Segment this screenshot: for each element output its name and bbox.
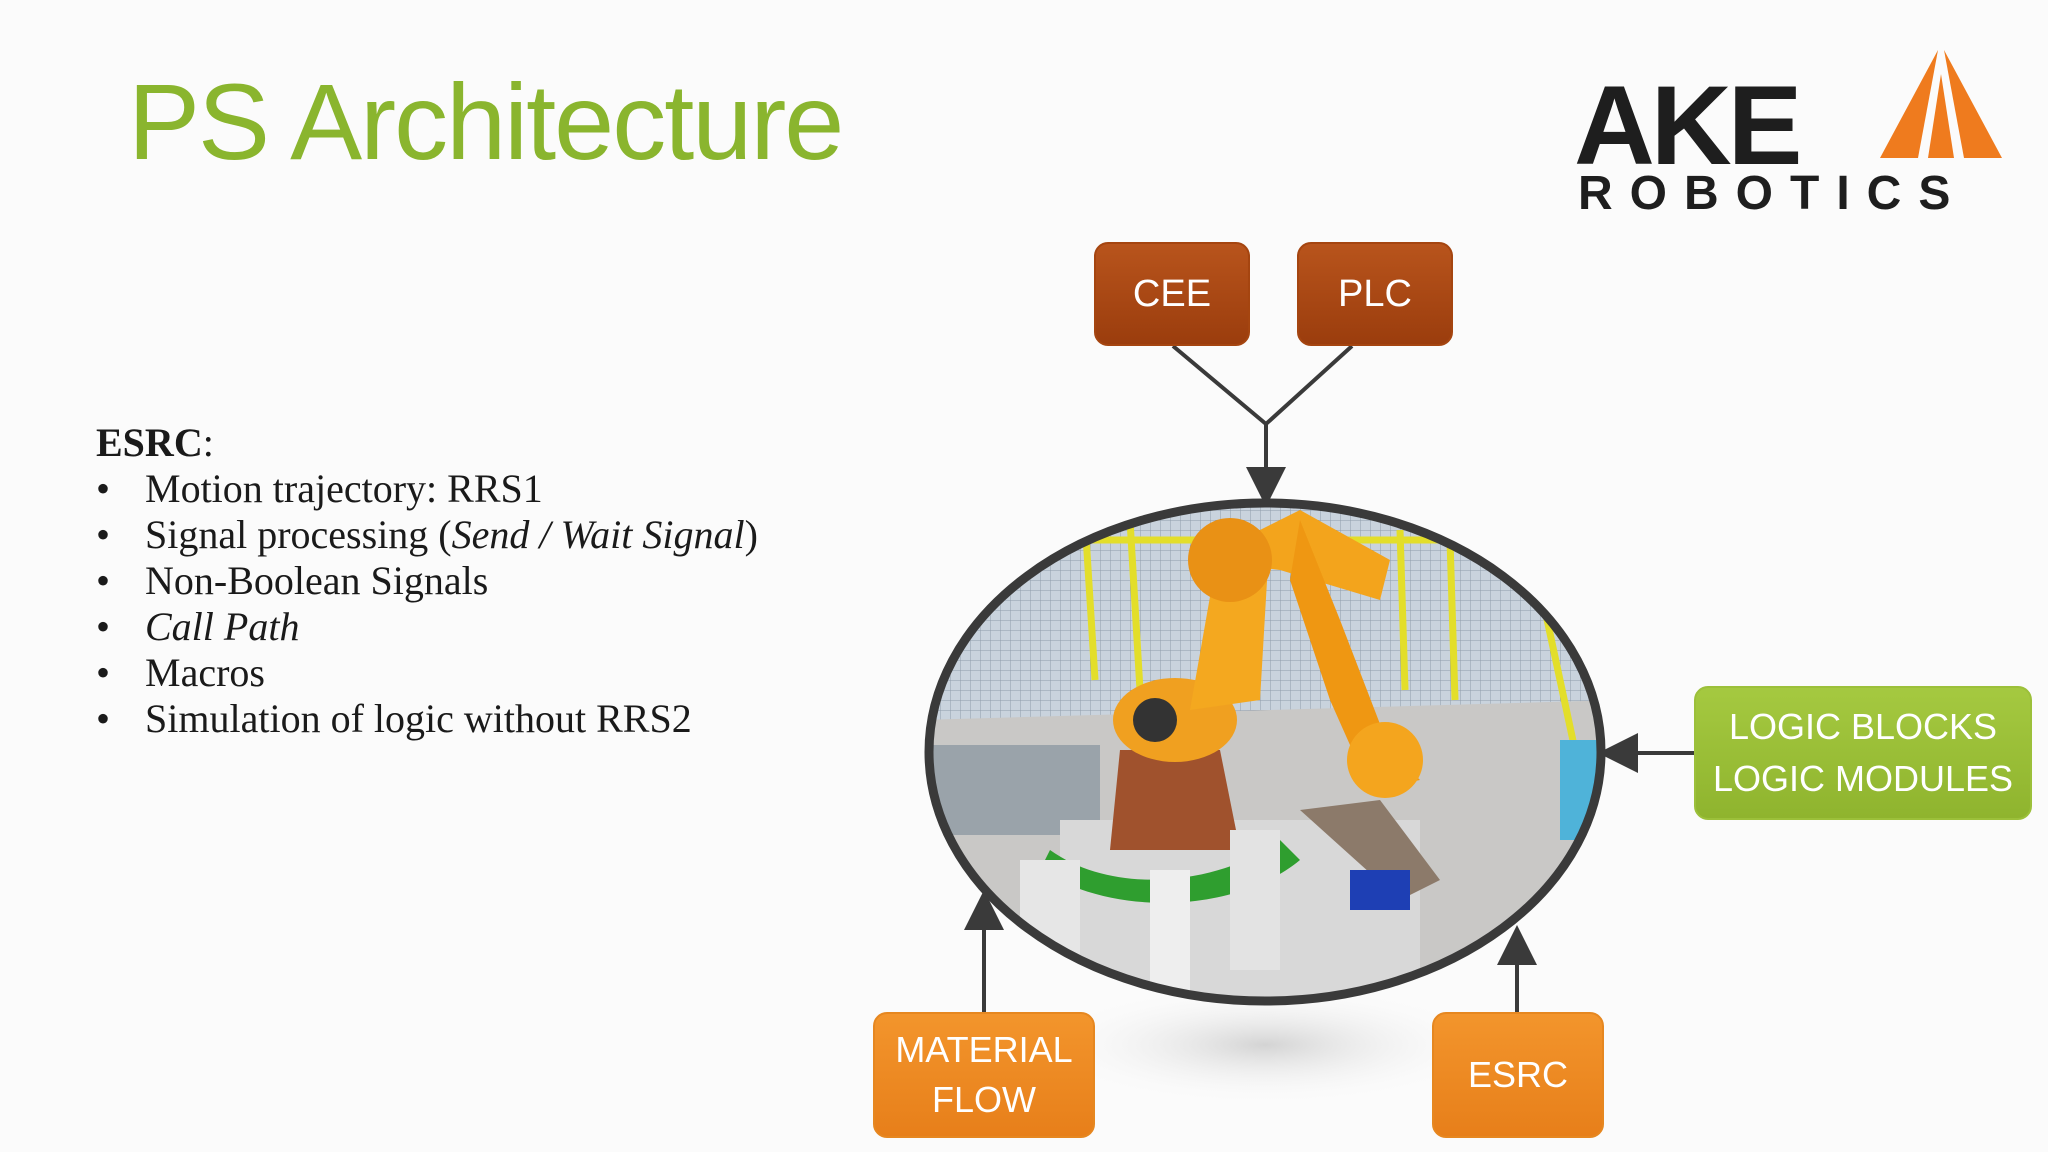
list-item-italic-text: Call Path (145, 604, 300, 649)
list-item-text: Non-Boolean Signals (145, 558, 489, 603)
list-item-italic-text: Send / Wait Signal (451, 512, 745, 557)
cee-box: CEE (1094, 242, 1250, 346)
material-flow-box: MATERIAL FLOW (873, 1012, 1095, 1138)
list-heading: ESRC: (96, 420, 758, 466)
list-item-text: Simulation of logic without RRS2 (145, 696, 692, 741)
ake-robotics-logo: AKE ROBOTICS (1560, 40, 2020, 230)
list-item-text: ) (744, 512, 758, 557)
list-item-text: Motion trajectory: RRS1 (145, 466, 543, 511)
esrc-box: ESRC (1432, 1012, 1604, 1138)
list-item: Macros (96, 650, 758, 696)
list-item: Motion trajectory: RRS1 (96, 466, 758, 512)
bullet-list: Motion trajectory: RRS1 Signal processin… (96, 466, 758, 742)
plc-box: PLC (1297, 242, 1453, 346)
list-heading-label: ESRC (96, 420, 203, 465)
cee-label: CEE (1132, 272, 1212, 315)
esrc-feature-list: ESRC: Motion trajectory: RRS1 Signal pro… (96, 420, 758, 742)
logic-blocks-label: LOGIC BLOCKS (1728, 706, 1998, 747)
logic-blocks-box: LOGIC BLOCKS LOGIC MODULES (1694, 686, 2032, 820)
ellipse-shadow (1035, 985, 1495, 1105)
page-title: PS Architecture (128, 61, 844, 182)
connector-lines (964, 344, 1694, 1012)
logo-triangle-icon (1880, 50, 2002, 158)
robot-cell-image (929, 503, 1601, 1001)
flow-label: FLOW (932, 1079, 1036, 1120)
list-item: Simulation of logic without RRS2 (96, 696, 758, 742)
logo-subtitle: ROBOTICS (1578, 167, 1968, 220)
material-label: MATERIAL (895, 1029, 1073, 1070)
esrc-label: ESRC (1467, 1054, 1569, 1095)
logo-wordmark: AKE (1574, 63, 1802, 188)
plc-label: PLC (1338, 272, 1412, 315)
list-item-text: Signal processing ( (145, 512, 452, 557)
logic-modules-label: LOGIC MODULES (1712, 758, 2014, 799)
list-item: Call Path (96, 604, 758, 650)
list-heading-colon: : (202, 420, 214, 465)
list-item: Non-Boolean Signals (96, 558, 758, 604)
list-item: Signal processing (Send / Wait Signal) (96, 512, 758, 558)
list-item-text: Macros (145, 650, 265, 695)
